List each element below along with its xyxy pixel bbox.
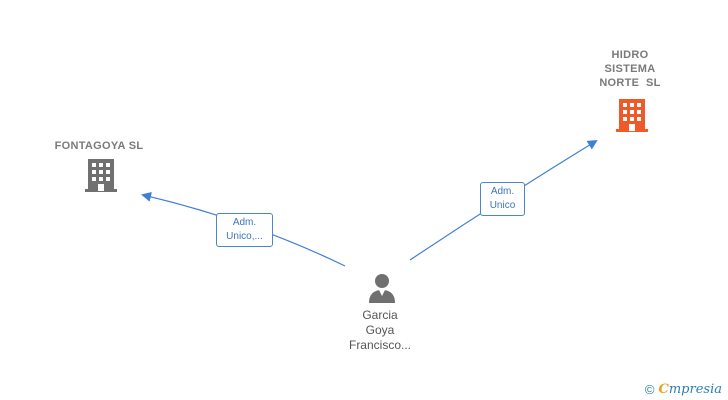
- brand-logo: Cmpresia: [658, 382, 723, 397]
- company-name-line: SISTEMA: [604, 63, 656, 75]
- edge-label-hidro[interactable]: Adm. Unico: [480, 182, 525, 216]
- person-name-line: Garcia: [362, 308, 398, 322]
- edge-label-line: Adm.: [490, 186, 515, 197]
- company-name-line: HIDRO: [611, 49, 649, 61]
- building-icon[interactable]: [615, 97, 649, 133]
- company-name-line: NORTE SL: [599, 77, 661, 89]
- person-name-line: Goya: [365, 323, 395, 337]
- edge-label-line: Adm.: [232, 217, 257, 228]
- building-icon[interactable]: [84, 157, 118, 193]
- company-name-hidro[interactable]: HIDRO SISTEMA NORTE SL: [575, 48, 685, 90]
- person-icon[interactable]: [366, 272, 398, 304]
- watermark: © Cmpresia: [645, 382, 722, 397]
- copyright-icon: ©: [644, 382, 655, 397]
- company-name-fontagoya[interactable]: FONTAGOYA SL: [54, 140, 144, 152]
- edge-label-line: Unico,...: [226, 231, 263, 242]
- edge-label-fontagoya[interactable]: Adm. Unico,...: [216, 213, 273, 247]
- person-name-line: Francisco...: [348, 338, 411, 352]
- person-name[interactable]: Garcia Goya Francisco...: [320, 308, 440, 353]
- edge-label-line: Unico: [489, 200, 516, 211]
